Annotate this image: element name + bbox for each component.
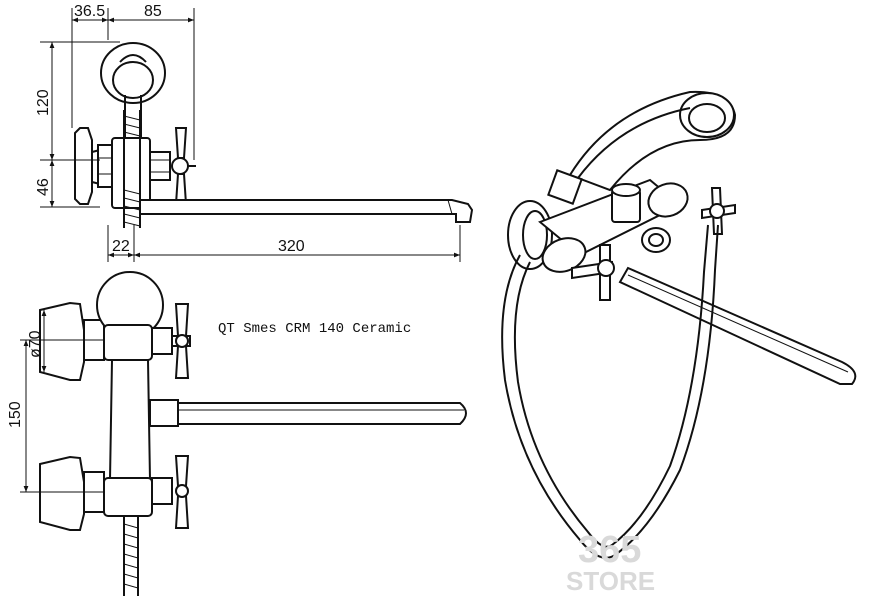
front-view: 150 ø70: [7, 271, 467, 596]
model-label: QT Smes CRM 140 Ceramic: [218, 321, 411, 337]
dim-150: 150: [7, 401, 24, 428]
hose-coils-side: [123, 115, 141, 227]
perspective-view: [501, 90, 857, 559]
dim-120: 120: [35, 89, 52, 116]
dim-36-5: 36.5: [74, 3, 105, 20]
store-watermark: 365 STORE: [566, 529, 655, 596]
side-view: 36.5 85 120 46 22 320: [35, 3, 474, 262]
dim-46: 46: [35, 178, 52, 196]
watermark-store: STORE: [566, 566, 655, 596]
dim-70: ø70: [27, 330, 44, 358]
dim-22: 22: [112, 238, 130, 255]
watermark-365: 365: [578, 529, 641, 571]
dim-320: 320: [278, 238, 305, 255]
dim-85: 85: [144, 3, 162, 20]
